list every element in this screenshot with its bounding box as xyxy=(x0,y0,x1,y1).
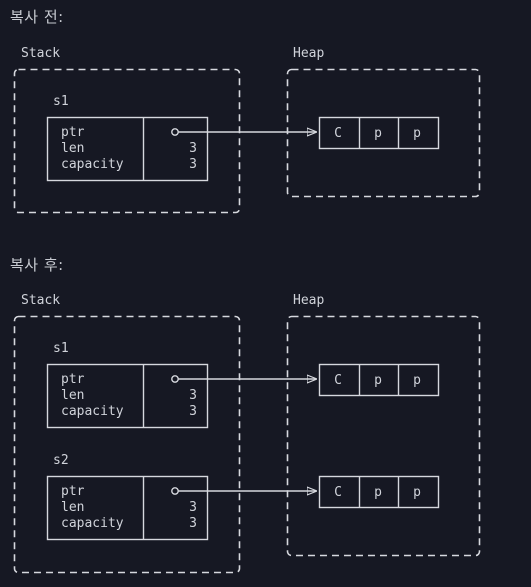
before-s1-field-capacity: capacity xyxy=(61,157,124,172)
after-heap-box xyxy=(286,315,481,557)
after-s1-heap-cell-1: p xyxy=(374,373,382,388)
after-s2-struct xyxy=(46,475,209,541)
before-s1-field-len: len xyxy=(61,141,84,156)
after-s2-field-len: len xyxy=(61,500,84,515)
after-heap-label: Heap xyxy=(293,293,324,308)
after-s1-ptr-dot xyxy=(171,375,179,383)
after-s2-value-len: 3 xyxy=(189,500,197,515)
after-s1-value-len: 3 xyxy=(189,388,197,403)
after-s2-field-ptr: ptr xyxy=(61,484,85,499)
before-s1-heap-cell-0: C xyxy=(334,126,342,141)
after-s1-field-len: len xyxy=(61,388,84,403)
before-s1-heap-cell-2: p xyxy=(413,126,421,141)
before-s1-field-ptr: ptr xyxy=(61,125,85,140)
after-s1-value-capacity: 3 xyxy=(189,404,197,419)
after-s2-value-capacity: 3 xyxy=(189,516,197,531)
after-s2-heap-cells xyxy=(318,475,440,509)
before-s1-heap-cell-1: p xyxy=(374,126,382,141)
after-s2-heap-cell-0: C xyxy=(334,485,342,500)
before-s1-ptr-dot xyxy=(171,128,179,136)
after-s2-heap-cell-1: p xyxy=(374,485,382,500)
before-s1-value-len: 3 xyxy=(189,141,197,156)
before-stack-box xyxy=(13,68,241,214)
after-s2-ptr-dot xyxy=(171,487,179,495)
after-s1-name: s1 xyxy=(53,341,69,356)
before-heap-box xyxy=(286,68,481,198)
after-s2-heap-cell-2: p xyxy=(413,485,421,500)
after-s2-field-capacity: capacity xyxy=(61,516,124,531)
before-s1-heap-cells xyxy=(318,116,440,150)
after-s1-heap-cell-2: p xyxy=(413,373,421,388)
before-s1-struct xyxy=(46,116,209,182)
before-heap-label: Heap xyxy=(293,46,324,61)
after-stack-label: Stack xyxy=(21,293,60,308)
after-s1-field-capacity: capacity xyxy=(61,404,124,419)
before-s1-value-capacity: 3 xyxy=(189,157,197,172)
after-s1-field-ptr: ptr xyxy=(61,372,85,387)
after-s1-heap-cells xyxy=(318,363,440,397)
after-s1-struct xyxy=(46,363,209,429)
before-s1-name: s1 xyxy=(53,94,69,109)
before-stack-label: Stack xyxy=(21,46,60,61)
after-s2-name: s2 xyxy=(53,453,69,468)
after-title: 복사 후: xyxy=(10,256,64,274)
after-s1-heap-cell-0: C xyxy=(334,373,342,388)
before-title: 복사 전: xyxy=(10,8,64,26)
after-stack-box xyxy=(13,315,241,574)
